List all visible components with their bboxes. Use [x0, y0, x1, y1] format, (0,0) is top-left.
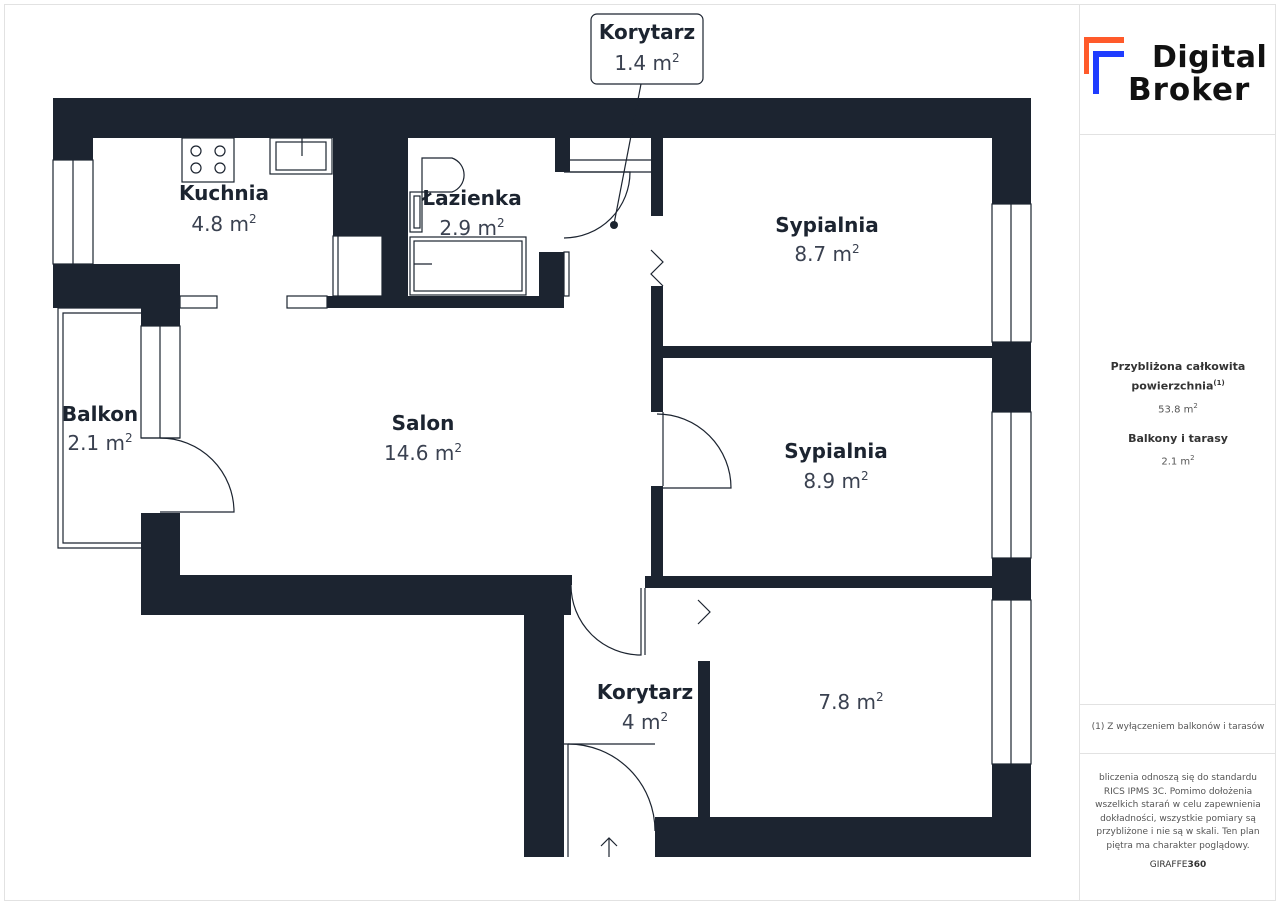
door-entrance [564, 743, 656, 857]
room-area: 2.9 m2 [439, 216, 504, 240]
wall-right-mid2 [992, 558, 1031, 600]
door-bedroom2 [656, 412, 732, 489]
wall-bath-right [539, 252, 564, 308]
wall-corridor-left [524, 575, 564, 857]
door-salon-corridor [570, 584, 646, 656]
area-summary: Przybliżona całkowita powierzchnia(1) 53… [1080, 359, 1276, 467]
info-sidebar: Digital Broker Przybliżona całkowita pow… [1079, 4, 1276, 901]
wall-left-top [53, 98, 93, 160]
wall-bedroom-divider1 [651, 346, 992, 358]
total-area-label: Przybliżona całkowita powierzchnia(1) [1110, 360, 1246, 393]
wall-bottom [655, 817, 1031, 857]
wall-bedroom3-left [698, 661, 710, 817]
room-area: 14.6 m2 [384, 441, 462, 465]
balcony-area-label: Balkony i tarasy [1128, 431, 1228, 445]
callout-leader [613, 83, 642, 225]
wall-right-top [992, 98, 1031, 204]
kitchen-counter [332, 235, 383, 297]
wall-bedroom-left-top [651, 138, 663, 216]
disclaimer: bliczenia odnoszą się do standardu RICS … [1095, 773, 1261, 851]
room-name: Sypialnia [784, 439, 888, 463]
wall-top [53, 98, 1031, 138]
toilet-icon [409, 157, 465, 233]
bathtub-icon [409, 236, 527, 296]
room-area: 4 m2 [622, 710, 668, 734]
room-bathroom: Łazienka 2.9 m2 [421, 186, 521, 240]
corridor-callout: Korytarz 1.4 m2 [590, 13, 704, 229]
balcony-area-value: 2.1 m2 [1161, 453, 1195, 468]
room-living: Salon 14.6 m2 [384, 411, 462, 465]
room-name: Salon [392, 411, 455, 435]
room-name: Łazienka [421, 186, 521, 210]
room-kitchen: Kuchnia 4.8 m2 [179, 181, 269, 236]
wall-balcony-post [141, 264, 180, 326]
balcony-outline [57, 307, 141, 549]
wall-bedroom-divider2 [645, 576, 992, 588]
room-area: 8.9 m2 [803, 469, 868, 493]
room-area: 2.1 m2 [67, 431, 132, 455]
total-area-value: 53.8 m2 [1158, 401, 1198, 415]
stove-icon [181, 137, 235, 183]
brand-credit: GIRAFFE360 [1149, 860, 1207, 870]
room-name: Balkon [62, 402, 138, 426]
callout-area: 1.4 m2 [614, 51, 679, 75]
room-name: Korytarz [597, 680, 693, 704]
wall-kitchen-bottom [327, 296, 564, 308]
room-bedroom-2: Sypialnia 8.9 m2 [784, 439, 888, 493]
door-balcony [141, 437, 235, 513]
wall-right-mid1 [992, 342, 1031, 412]
wall-salon-bottom [141, 575, 571, 615]
wall-bath-right-top [555, 138, 570, 172]
logo-text-broker: Broker [1128, 72, 1251, 108]
logo-text-digital: Digital [1152, 40, 1268, 75]
room-bedroom-1: Sypialnia 8.7 m2 [775, 213, 879, 266]
room-bedroom-3: 7.8 m2 [818, 690, 883, 714]
page-frame [4, 4, 1276, 901]
door-bedroom1 [650, 249, 664, 287]
wall-bath-left [382, 138, 408, 308]
room-area: 4.8 m2 [191, 212, 256, 236]
floor-plan: Korytarz 1.4 m2 Kuchnia 4.8 m2 Łazienka … [52, 13, 1032, 857]
room-name: Kuchnia [179, 181, 269, 205]
callout-box [590, 13, 704, 85]
logo: Digital Broker [1080, 4, 1276, 135]
door-bathroom [563, 159, 651, 239]
room-name: Sypialnia [775, 213, 879, 237]
callout-dot [610, 221, 618, 229]
logo-mark-icon [1084, 37, 1124, 94]
wall-corridor-doorpost [564, 575, 572, 585]
door-bedroom3 [697, 599, 711, 625]
wall-bedroom-left-low [651, 486, 663, 588]
room-balcony: Balkon 2.1 m2 [62, 402, 138, 455]
room-corridor: Korytarz 4 m2 [597, 680, 693, 734]
room-area: 8.7 m2 [794, 242, 859, 266]
room-area: 7.8 m2 [818, 690, 883, 714]
entrance-arrow-icon [600, 837, 618, 857]
callout-name: Korytarz [599, 20, 695, 44]
sink-icon [269, 137, 333, 175]
footnote: (1) Z wyłączeniem balkonów i tarasów [1080, 704, 1276, 754]
